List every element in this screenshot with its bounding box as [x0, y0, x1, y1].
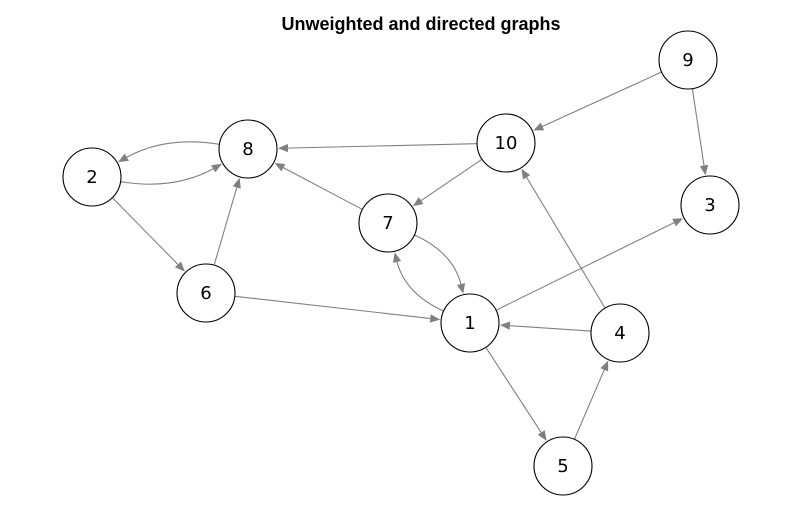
- arrowhead: [533, 122, 545, 131]
- edge-9-to-3: [691, 88, 709, 176]
- arrowhead: [392, 252, 402, 263]
- edge-curve: [414, 234, 462, 287]
- diagram-title: Unweighted and directed graphs: [281, 14, 560, 34]
- arrowhead: [211, 163, 222, 173]
- node-1: 1: [440, 293, 500, 353]
- edge-2-to-8: [120, 163, 222, 185]
- edge-10-to-7: [412, 158, 483, 207]
- node-8: 8: [218, 119, 278, 179]
- edge-1-to-5: [485, 347, 547, 441]
- edge-line: [495, 221, 677, 311]
- edge-curve: [124, 141, 220, 159]
- edge-line: [507, 324, 592, 332]
- arrowhead: [537, 430, 547, 441]
- edge-8-to-2: [118, 141, 220, 163]
- edge-5-to-4: [573, 360, 609, 440]
- arrowhead: [699, 164, 709, 176]
- edge-7-to-1: [414, 234, 466, 294]
- node-circle: [176, 263, 236, 323]
- node-2: 2: [62, 147, 122, 207]
- arrowhead: [456, 283, 466, 294]
- node-label: 1: [464, 313, 475, 334]
- node-6: 6: [176, 263, 236, 323]
- edge-6-to-8: [213, 177, 241, 266]
- arrowhead: [499, 321, 511, 330]
- arrowhead: [672, 218, 684, 227]
- arrowhead: [277, 143, 289, 153]
- node-circle: [533, 436, 593, 496]
- edge-line: [691, 88, 705, 168]
- edge-line: [213, 185, 238, 266]
- node-9: 9: [658, 30, 718, 90]
- node-circle: [62, 147, 122, 207]
- arrowhead: [600, 360, 609, 372]
- edge-2-to-6: [111, 197, 185, 272]
- edge-curve: [396, 259, 444, 312]
- edges-layer: [111, 71, 709, 441]
- edge-1-to-7: [392, 252, 444, 312]
- node-label: 8: [242, 139, 253, 160]
- edge-4-to-1: [499, 321, 592, 332]
- arrowhead: [232, 177, 241, 189]
- edge-1-to-3: [495, 218, 684, 311]
- edge-line: [419, 158, 483, 203]
- edge-4-to-10: [521, 168, 606, 309]
- edge-9-to-10: [533, 71, 662, 131]
- node-3: 3: [680, 175, 740, 235]
- node-circle: [218, 119, 278, 179]
- nodes-layer: 1 2 3 4 5 6 7 8 9 10: [62, 30, 740, 496]
- node-label: 2: [86, 167, 97, 188]
- node-circle: [440, 293, 500, 353]
- node-10: 10: [476, 113, 536, 173]
- arrowhead: [521, 168, 531, 180]
- node-label: 4: [614, 323, 625, 344]
- node-4: 4: [590, 303, 650, 363]
- node-label: 9: [682, 50, 693, 71]
- node-circle: [590, 303, 650, 363]
- arrowhead: [412, 197, 424, 207]
- node-label: 6: [200, 283, 211, 304]
- node-circle: [680, 175, 740, 235]
- node-circle: [476, 113, 536, 173]
- arrowhead: [274, 163, 286, 172]
- node-label: 7: [382, 213, 393, 234]
- arrowhead: [118, 153, 129, 163]
- edge-line: [111, 197, 180, 267]
- edge-line: [234, 295, 433, 320]
- arrowhead: [174, 261, 185, 272]
- edge-line: [573, 367, 606, 440]
- node-circle: [358, 193, 418, 253]
- node-label: 5: [557, 456, 568, 477]
- edge-7-to-8: [274, 163, 363, 210]
- edge-line: [540, 71, 662, 128]
- edge-curve: [120, 167, 216, 185]
- node-circle: [658, 30, 718, 90]
- node-label: 3: [704, 195, 715, 216]
- edge-10-to-8: [277, 143, 478, 153]
- node-5: 5: [533, 436, 593, 496]
- edge-line: [281, 166, 363, 210]
- edge-line: [525, 175, 606, 309]
- edge-line: [285, 143, 478, 149]
- node-label: 10: [495, 133, 518, 154]
- arrowhead: [429, 314, 441, 323]
- edge-6-to-1: [234, 295, 441, 323]
- node-7: 7: [358, 193, 418, 253]
- edge-line: [485, 347, 543, 435]
